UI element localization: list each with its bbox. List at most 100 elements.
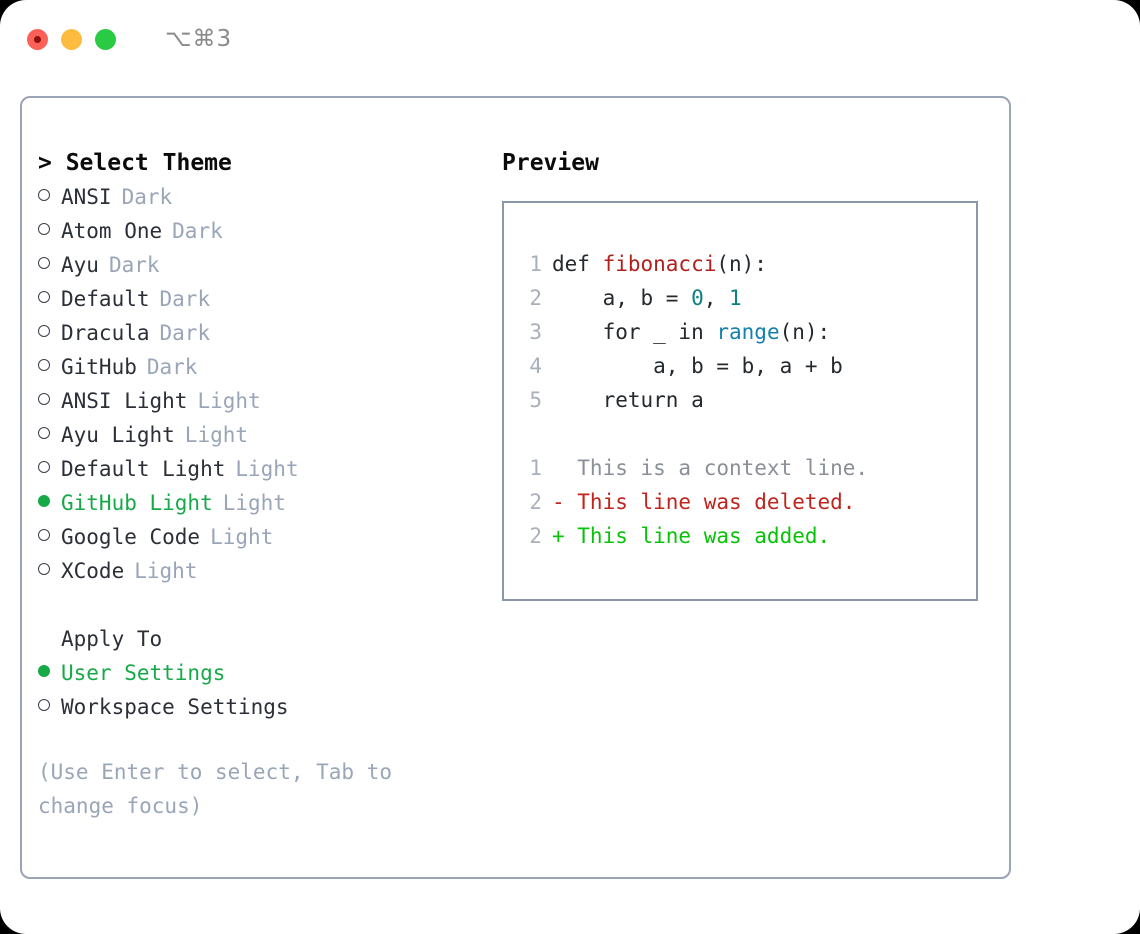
theme-option-badge: Light [222,491,286,515]
code-line-text: a, b = b, a + b [552,349,843,383]
code-token: 0 [691,286,704,310]
theme-option-label: Ayu [61,253,99,277]
diff-line: 2+ This line was added. [518,519,972,553]
theme-option-label: Default [61,287,150,311]
radio-unselected-icon[interactable] [38,529,50,541]
code-line-text: def fibonacci(n): [552,247,767,281]
traffic-lights [27,28,116,50]
diff-line: 2 - This line was deleted. [518,485,972,519]
diff-line-number: 1 [529,456,542,480]
keyboard-shortcut-label: ⌥⌘3 [165,26,233,52]
code-token: fibonacci [602,252,717,276]
code-diff-gap [518,417,972,451]
diff-line-text: This is a context line. [552,456,869,480]
code-line: 3 for _ in range(n): [518,315,972,349]
theme-option-atom-one[interactable]: Atom One Dark [38,214,488,248]
select-theme-header: > Select Theme [38,150,232,176]
theme-option-badge: Light [235,457,299,481]
diff-sample: 1 This is a context line. 2 - This line wa… [518,451,972,553]
theme-option-badge: Dark [121,185,173,209]
code-line: 5 return a [518,383,972,417]
code-line-number: 3 [529,320,542,344]
minimize-window-button[interactable] [61,28,82,50]
theme-option-label: Google Code [61,525,201,549]
code-line-text: return a [552,383,704,417]
keyboard-hint-text: (Use Enter to select, Tab to change focu… [38,760,405,818]
radio-unselected-icon[interactable] [38,393,50,405]
radio-unselected-icon[interactable] [38,291,50,303]
radio-unselected-icon[interactable] [38,325,50,337]
radio-selected-icon[interactable] [38,665,50,677]
code-token: (n): [779,320,831,344]
theme-option-label: ANSI Light [61,389,188,413]
theme-option-default-light[interactable]: Default Light Light [38,452,488,486]
code-token: 1 [729,286,742,310]
code-line-number: 2 [529,286,542,310]
theme-option-ansi[interactable]: ANSI Dark [38,180,488,214]
radio-unselected-icon[interactable] [38,223,50,235]
zoom-window-button[interactable] [95,28,116,50]
theme-option-github-light[interactable]: GitHub Light Light [38,486,488,520]
diff-line-number: 2 [529,490,542,514]
radio-unselected-icon[interactable] [38,461,50,473]
code-line-text: a, b = 0, 1 [552,281,742,315]
radio-unselected-icon[interactable] [38,359,50,371]
code-token: def [552,252,603,276]
code-token: a, b = b, a + b [552,354,843,378]
diff-line-text: + This line was added. [552,524,831,548]
code-token: for _ in [552,320,717,344]
theme-option-badge: Dark [146,355,198,379]
theme-option-label: Atom One [61,219,163,243]
theme-option-ansi-light[interactable]: ANSI Light Light [38,384,488,418]
code-token: return a [552,388,704,412]
preview-header: Preview [502,150,599,176]
code-line: 4 a, b = b, a + b [518,349,972,383]
radio-unselected-icon[interactable] [38,427,50,439]
theme-option-label: ANSI [61,185,112,209]
theme-option-label: Default Light [61,457,226,481]
theme-option-dracula[interactable]: Dracula Dark [38,316,488,350]
theme-option-badge: Light [197,389,261,413]
apply-to-option-label: User Settings [61,661,226,685]
radio-unselected-icon[interactable] [38,699,50,711]
diff-line-text: - This line was deleted. [552,490,856,514]
theme-option-label: GitHub Light [61,491,213,515]
code-line-number: 1 [529,252,542,276]
code-line: 2 a, b = 0, 1 [518,281,972,315]
code-token: , [703,286,730,310]
code-token: range [716,320,780,344]
theme-option-label: Ayu Light [61,423,175,447]
code-line: 1 def fibonacci(n): [518,247,972,281]
theme-option-badge: Dark [172,219,223,243]
theme-option-badge: Light [184,423,249,447]
apply-to-option-user-settings[interactable]: User Settings [38,656,488,690]
radio-unselected-icon[interactable] [38,189,50,201]
theme-option-badge: Light [134,559,198,583]
close-window-button[interactable] [27,28,48,50]
radio-unselected-icon[interactable] [38,257,50,269]
apply-to-option-workspace-settings[interactable]: Workspace Settings [38,690,488,724]
code-token: a, b = [552,286,692,310]
theme-option-label: Dracula [61,321,150,345]
list-spacer [38,588,488,622]
theme-option-badge: Dark [159,321,211,345]
radio-selected-icon[interactable] [38,495,50,507]
theme-option-ayu-light[interactable]: Ayu Light Light [38,418,488,452]
radio-unselected-icon[interactable] [38,563,50,575]
title-bar: ⌥⌘3 [0,0,1140,78]
diff-line: 1 This is a context line. [518,451,972,485]
